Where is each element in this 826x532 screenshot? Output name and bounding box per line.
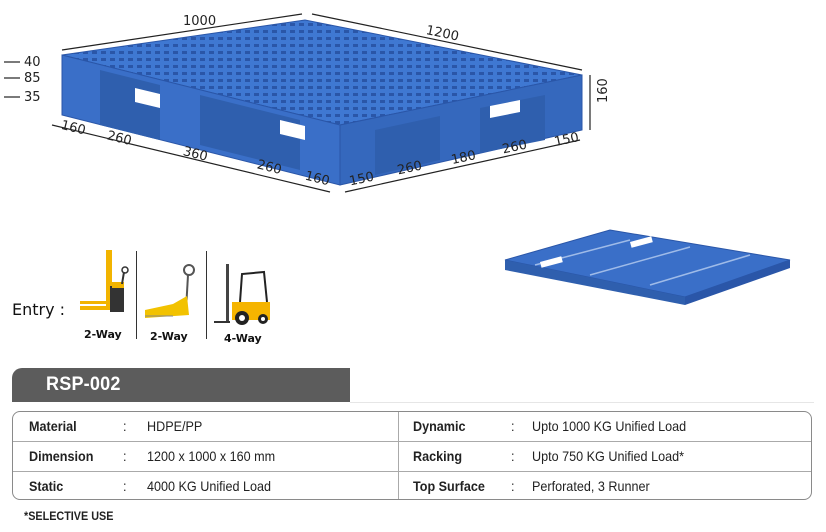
dim-bottom-left-5: 160 (303, 169, 331, 190)
spec-label: Top Surface (413, 478, 485, 494)
dim-bottom-right-1: 150 (348, 170, 375, 190)
spec-colon: : (123, 448, 127, 464)
dim-bottom-right-3: 180 (450, 148, 477, 168)
dim-bottom-right-5: 150 (553, 130, 580, 150)
forklift-icon (214, 264, 270, 325)
dim-bottom-right-2: 260 (396, 159, 423, 179)
hand-pallet-truck-icon (145, 264, 195, 318)
entry-label: Entry : (12, 300, 66, 319)
dim-height-middle: 85 (24, 71, 41, 86)
divider (206, 251, 207, 339)
spec-row: Dimension : 1200 x 1000 x 160 mm Racking… (13, 442, 811, 472)
spec-value: 1200 x 1000 x 160 mm (147, 448, 276, 464)
dim-height-bottom: 35 (24, 90, 41, 105)
dim-height-top: 40 (24, 55, 41, 70)
dim-top-length: 1200 (425, 23, 460, 45)
dim-top-width: 1000 (183, 14, 216, 29)
product-title-bar: RSP-002 (12, 368, 350, 402)
spec-value: 4000 KG Unified Load (147, 478, 271, 494)
divider (350, 402, 814, 403)
spec-colon: : (511, 448, 515, 464)
entry-type-3-label: 4-Way (224, 332, 262, 345)
spec-colon: : (123, 478, 127, 494)
spec-label: Dimension (29, 448, 94, 464)
spec-colon: : (511, 418, 515, 434)
spec-value: HDPE/PP (147, 418, 203, 434)
entry-type-2-label: 2-Way (150, 330, 188, 343)
pallet-bottom-view-image (504, 229, 791, 305)
dim-bottom-right-4: 260 (501, 138, 528, 158)
spec-row: Static : 4000 KG Unified Load Top Surfac… (13, 472, 811, 499)
spec-colon: : (511, 478, 515, 494)
pallet-dimension-diagram: 1000 1200 40 85 35 160 160 260 360 260 1… (4, 13, 611, 193)
spec-colon: : (123, 418, 127, 434)
product-model: RSP-002 (46, 374, 121, 395)
dim-height-total: 160 (596, 78, 611, 103)
spec-value: Upto 750 KG Unified Load* (532, 448, 685, 464)
dim-bottom-left-1: 160 (59, 118, 87, 139)
dim-bottom-left-4: 260 (255, 157, 283, 178)
electric-stacker-icon (80, 250, 129, 312)
spec-label: Dynamic (413, 418, 466, 434)
spec-value: Upto 1000 KG Unified Load (532, 418, 687, 434)
spec-value: Perforated, 3 Runner (532, 478, 650, 494)
footnote: *SELECTIVE USE (24, 509, 114, 523)
dim-bottom-left-2: 260 (105, 128, 133, 149)
divider (136, 251, 137, 339)
entry-type-1-label: 2-Way (84, 328, 122, 341)
dim-bottom-left-3: 360 (181, 144, 209, 165)
spec-table: Material : HDPE/PP Dynamic : Upto 1000 K… (12, 411, 812, 500)
spec-label: Material (29, 418, 77, 434)
spec-label: Static (29, 478, 64, 494)
spec-row: Material : HDPE/PP Dynamic : Upto 1000 K… (13, 412, 811, 442)
spec-label: Racking (413, 448, 463, 464)
